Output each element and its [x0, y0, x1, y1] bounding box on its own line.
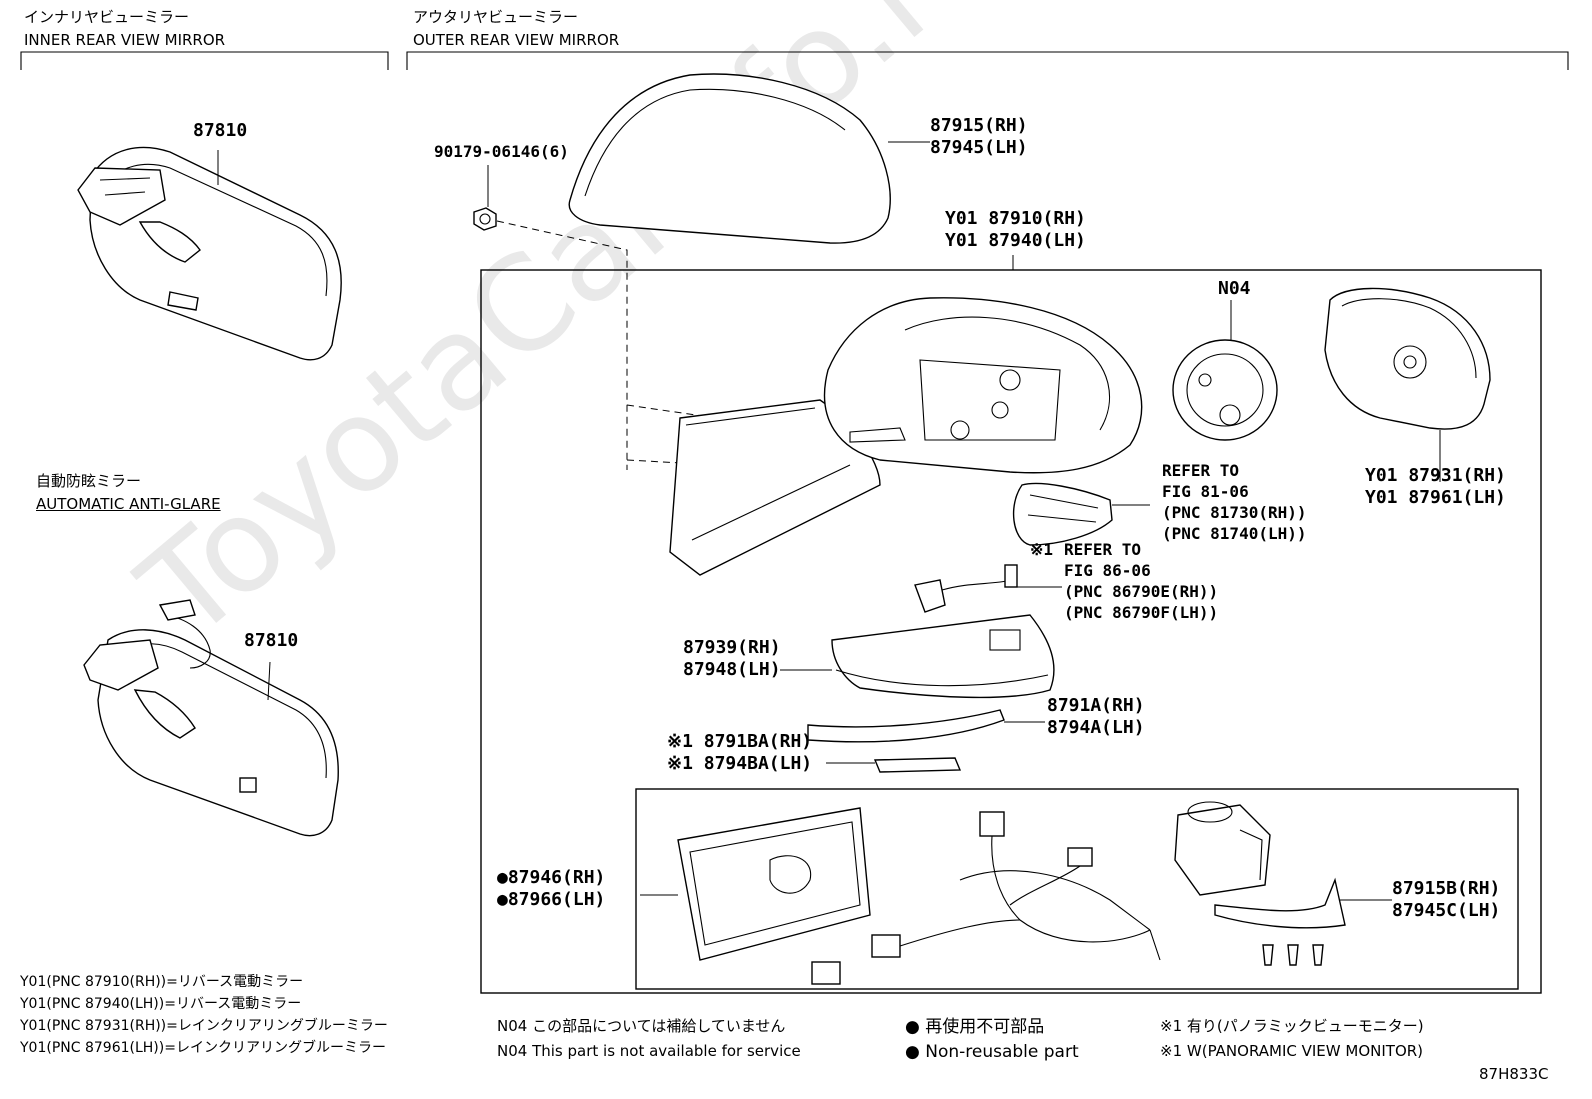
- part-8794a-lh[interactable]: 8794A(LH): [1047, 717, 1145, 738]
- lower-cover-bracket-drawing: [1214, 877, 1392, 966]
- part-87961-lh[interactable]: Y01 87961(LH): [1365, 487, 1506, 508]
- part-87810-inner[interactable]: 87810: [193, 120, 248, 141]
- refer-81-line1[interactable]: REFER TO: [1162, 461, 1240, 480]
- refer-86-line2[interactable]: FIG 86-06: [1064, 561, 1151, 580]
- y01-note-2: Y01(PNC 87940(LH))=リバース電動ミラー: [20, 996, 302, 1012]
- part-87948-lh[interactable]: 87948(LH): [683, 659, 781, 680]
- refer-81-line2[interactable]: FIG 81-06: [1162, 482, 1249, 501]
- mirror-body-drawing: [823, 297, 1143, 474]
- mark1-note-jp: ※1 有り(パノラミックビューモニター): [1160, 1017, 1424, 1035]
- mirror-plate-drawing: [1324, 287, 1491, 482]
- small-bracket-drawing: [826, 757, 962, 773]
- refer-81-line4: (PNC 81740(LH)): [1162, 524, 1307, 543]
- inner-section-title-en: INNER REAR VIEW MIRROR: [24, 31, 226, 49]
- base-plate-drawing: [640, 807, 871, 961]
- n04-note-jp: N04 この部品については補給していません: [497, 1017, 786, 1035]
- harness-group-box: [635, 788, 1519, 990]
- inner-mirror-drawing-1: [77, 146, 342, 361]
- refer-86-line1[interactable]: REFER TO: [1064, 540, 1142, 559]
- part-8791a-rh[interactable]: 8791A(RH): [1047, 695, 1145, 716]
- refer-86-line4: (PNC 86790F(LH)): [1064, 603, 1219, 622]
- outer-section-title-en: OUTER REAR VIEW MIRROR: [413, 31, 620, 49]
- inner-section-bracket: [20, 51, 389, 70]
- garnish-strip-drawing: [807, 709, 1045, 743]
- part-8794ba-lh[interactable]: ※1 8794BA(LH): [667, 753, 813, 774]
- part-87939-rh[interactable]: 87939(RH): [683, 637, 781, 658]
- mirror-assembly-box: [480, 269, 1542, 994]
- y01-note-1: Y01(PNC 87910(RH))=リバース電動ミラー: [20, 974, 304, 990]
- part-87966-lh[interactable]: ●87966(LH): [497, 889, 606, 910]
- part-90179-screw[interactable]: 90179-06146(6): [434, 142, 569, 161]
- refer-86-line3: (PNC 86790E(RH)): [1064, 582, 1219, 601]
- auto-anti-glare-title-jp: 自動防眩ミラー: [36, 472, 142, 490]
- non-reusable-note-en: ● Non-reusable part: [905, 1042, 1079, 1062]
- part-n04[interactable]: N04: [1218, 278, 1251, 299]
- part-87915-rh[interactable]: 87915(RH): [930, 115, 1028, 136]
- non-reusable-note-jp: ● 再使用不可部品: [905, 1017, 1045, 1037]
- motor-unit-drawing: [1174, 801, 1271, 896]
- y01-note-3: Y01(PNC 87931(RH))=レインクリアリングブルーミラー: [20, 1018, 388, 1034]
- part-87945-lh[interactable]: 87945(LH): [930, 137, 1028, 158]
- refer-81-line3: (PNC 81730(RH)): [1162, 503, 1307, 522]
- part-87946-rh[interactable]: ●87946(RH): [497, 867, 606, 888]
- screw-drawing: [473, 165, 497, 231]
- part-87931-rh[interactable]: Y01 87931(RH): [1365, 465, 1506, 486]
- outer-section-title-jp: アウタリヤビューミラー: [413, 8, 579, 26]
- auto-anti-glare-title-en: AUTOMATIC ANTI-GLARE: [36, 495, 221, 513]
- inner-section-title-jp: インナリヤビューミラー: [24, 8, 190, 26]
- inner-mirror-drawing-2: [83, 599, 339, 837]
- part-87945c-lh[interactable]: 87945C(LH): [1392, 900, 1501, 921]
- camera-drawing: [914, 564, 1062, 613]
- n04-note-en: N04 This part is not available for servi…: [497, 1042, 801, 1060]
- mark1-note-en: ※1 W(PANORAMIC VIEW MONITOR): [1160, 1042, 1424, 1060]
- figure-id: 87H833C: [1479, 1065, 1549, 1083]
- housing-lower-drawing: [780, 614, 1055, 699]
- part-87810-auto[interactable]: 87810: [244, 630, 299, 651]
- refer-86-mark: ※1: [1030, 540, 1054, 559]
- outer-section-bracket: [406, 51, 1569, 70]
- part-87910-rh[interactable]: Y01 87910(RH): [945, 208, 1086, 229]
- turn-signal-drawing: [1012, 482, 1150, 546]
- y01-note-4: Y01(PNC 87961(LH))=レインクリアリングブルーミラー: [20, 1040, 386, 1056]
- part-8791ba-rh[interactable]: ※1 8791BA(RH): [667, 731, 813, 752]
- part-87915b-rh[interactable]: 87915B(RH): [1392, 878, 1501, 899]
- wire-harness-drawing: [811, 811, 1161, 985]
- actuator-n04-drawing: [1172, 300, 1278, 441]
- mirror-cover-drawing: [568, 73, 891, 244]
- part-87940-lh[interactable]: Y01 87940(LH): [945, 230, 1086, 251]
